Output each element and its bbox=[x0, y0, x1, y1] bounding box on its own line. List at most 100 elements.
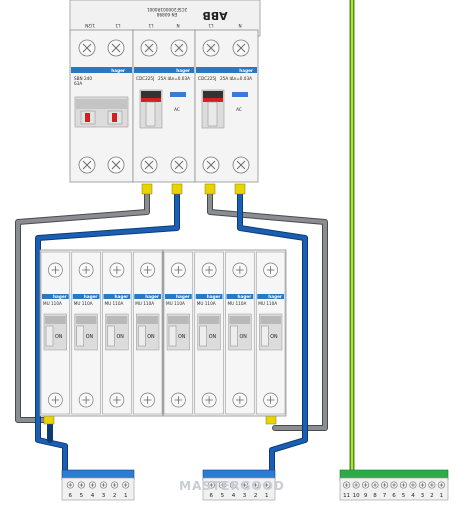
neutral-wire-2 bbox=[238, 190, 307, 472]
breaker-screw-slot bbox=[51, 396, 60, 404]
ferrule bbox=[171, 183, 183, 195]
breaker-screw-slot bbox=[266, 396, 275, 404]
breaker-screw-slot bbox=[143, 266, 152, 274]
neutral-bar-terminal-number: 5 bbox=[221, 493, 225, 499]
rcd-2-toggle-red bbox=[203, 98, 223, 102]
neutral-bar-terminal-number: 3 bbox=[243, 493, 247, 499]
neutral-bar-terminal-number: 6 bbox=[69, 493, 73, 499]
neutral-bar-screw-slot bbox=[112, 483, 117, 487]
neutral-bar-terminal-number: 2 bbox=[254, 493, 258, 499]
breaker-toggle[interactable] bbox=[45, 325, 54, 347]
circuit-breaker: hager MU 110A ON bbox=[225, 251, 255, 415]
breaker-brand: hager bbox=[53, 294, 68, 299]
main-switch-screw-slot bbox=[111, 160, 121, 170]
rcd-2-toggle[interactable] bbox=[207, 101, 218, 127]
rcd-1-toggle-red bbox=[141, 98, 161, 102]
earth-bar-screw-slot bbox=[363, 483, 368, 487]
breaker-toggle[interactable] bbox=[168, 325, 177, 347]
rcd-2-brand: hager bbox=[239, 68, 254, 73]
breaker-screw-slot bbox=[113, 396, 121, 404]
rcd-2-brand-strip bbox=[196, 67, 257, 73]
rcd-2-screw-slot bbox=[236, 43, 246, 53]
phase-wire-1 bbox=[16, 190, 149, 422]
breaker-screw-slot bbox=[143, 396, 152, 404]
breaker-brand-strip bbox=[257, 294, 284, 299]
earth-bar-screw-slot bbox=[392, 483, 396, 487]
breaker-brand-strip bbox=[72, 294, 100, 299]
rcd-1-toggle[interactable] bbox=[145, 101, 156, 127]
breaker-on-label: ON bbox=[117, 334, 125, 340]
earth-bar-screw-slot bbox=[373, 483, 377, 487]
rcd-1-test-button[interactable] bbox=[170, 92, 186, 97]
rcd-1-screw-slot bbox=[144, 160, 154, 170]
earth-bar-terminal-number: 3 bbox=[421, 493, 425, 499]
rcd-1-screw-slot bbox=[144, 43, 154, 53]
rcd-2-terminal-label-1: L1 bbox=[208, 23, 213, 28]
breaker-on-label: ON bbox=[240, 334, 248, 340]
breaker-toggle[interactable] bbox=[138, 325, 146, 347]
breaker-on-label: ON bbox=[178, 334, 186, 340]
neutral-bar-screw-slot bbox=[253, 483, 258, 487]
main-switch-toggle-shade bbox=[76, 99, 127, 109]
breaker-brand: hager bbox=[238, 294, 253, 299]
neutral-bar-terminal-number: 6 bbox=[210, 493, 214, 499]
main-switch-toggle-indicator bbox=[85, 113, 90, 122]
breaker-on-label: ON bbox=[147, 334, 155, 340]
breaker-on-label: ON bbox=[270, 334, 278, 340]
neutral-bar-terminal-number: 4 bbox=[232, 493, 236, 499]
earth-bar-screw-slot bbox=[420, 483, 425, 487]
earth-bar-terminal-number: 9 bbox=[364, 493, 368, 499]
rcd-2-test-button[interactable] bbox=[232, 92, 248, 97]
breaker-toggle[interactable] bbox=[230, 325, 238, 347]
neutral-bar-terminal-number: 1 bbox=[124, 493, 128, 499]
main-switch-terminal-label-2: L1 bbox=[115, 23, 120, 28]
earth-bar-terminal-number: 4 bbox=[411, 493, 415, 499]
breaker-toggle[interactable] bbox=[261, 325, 269, 347]
main-switch-screw-slot bbox=[111, 43, 121, 53]
watermark: MASTERGOOD bbox=[179, 479, 285, 493]
earth-bar-terminal-number: 6 bbox=[392, 493, 396, 499]
neutral-bar-screw-slot bbox=[123, 483, 128, 487]
breaker-screw-slot bbox=[82, 396, 90, 404]
main-switch-screw-slot bbox=[82, 160, 92, 170]
earth-bar-screw-slot bbox=[382, 483, 387, 487]
breaker-toggle-shade bbox=[260, 316, 281, 324]
neutral-bar-terminal-number: 5 bbox=[80, 493, 84, 499]
main-switch: 1/2N L1 hager SBN 240 63A bbox=[69, 23, 134, 183]
rcd-1-rating: 25A IΔn=0.03A bbox=[158, 76, 190, 81]
breaker-screw-slot bbox=[82, 266, 90, 274]
abb-small-text-2: EN 60898 bbox=[156, 12, 177, 17]
earth-bar-terminal-number: 10 bbox=[353, 493, 360, 499]
abb-small-text-1: 2CSF200001R0001 bbox=[147, 7, 188, 12]
rcd-2-toggle-cap bbox=[203, 91, 223, 98]
neutral-wire-1 bbox=[36, 190, 179, 472]
ferrule bbox=[204, 183, 216, 195]
breaker-brand-strip bbox=[134, 294, 161, 299]
rcd-2-terminal-label-2: N bbox=[238, 23, 241, 28]
rcd-1-side-label: AC bbox=[174, 107, 180, 112]
breaker-brand-strip bbox=[103, 294, 131, 299]
rcd-1-model: CDC225J bbox=[136, 76, 154, 81]
breaker-toggle-shade bbox=[168, 316, 189, 324]
neutral-bar-terminal-number: 1 bbox=[265, 493, 269, 499]
neutral-bar-screw-slot bbox=[90, 483, 95, 487]
breaker-toggle[interactable] bbox=[199, 325, 207, 347]
abb-logo: ABB bbox=[202, 9, 227, 22]
breaker-brand-strip bbox=[195, 294, 223, 299]
neutral-bar-screw-slot bbox=[101, 483, 106, 487]
breaker-model: MU 110A bbox=[228, 301, 247, 306]
main-switch-toggle-indicator bbox=[112, 113, 117, 122]
main-switch-brand-strip bbox=[71, 67, 132, 73]
breaker-toggle[interactable] bbox=[107, 325, 115, 347]
breaker-brand: hager bbox=[207, 294, 222, 299]
breaker-toggle[interactable] bbox=[76, 325, 84, 347]
rcd-1-brand-strip bbox=[134, 67, 194, 73]
neutral-bar-screw-slot bbox=[209, 483, 214, 487]
